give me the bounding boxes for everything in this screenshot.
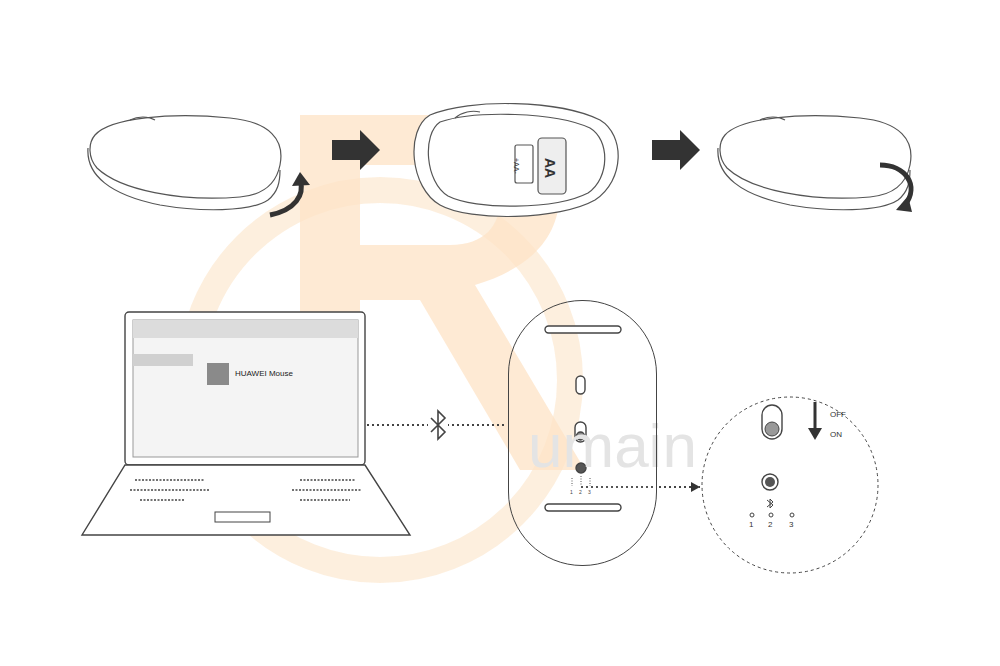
switch-label: ON (830, 431, 842, 439)
channel-number: 1 (570, 490, 573, 495)
channel-number: 3 (588, 490, 591, 495)
watermark-text: umain (528, 415, 697, 477)
laptop-screen: HUAWEI Mouse (125, 312, 365, 465)
channel-number: 2 (579, 490, 582, 495)
battery-label: AA (543, 158, 557, 178)
channel-number: 1 (749, 521, 753, 529)
dotted-connector (659, 482, 700, 492)
channel-number: 3 (789, 521, 793, 529)
battery-polarity: +AA- (513, 158, 520, 174)
zoom-circle: OFF ON 1 2 3 (702, 397, 878, 573)
switch-label: OFF (830, 411, 846, 419)
channel-number: 2 (768, 521, 772, 529)
mouse-bottom: 1 2 3 (508, 300, 657, 566)
device-name: HUAWEI Mouse (235, 370, 293, 378)
